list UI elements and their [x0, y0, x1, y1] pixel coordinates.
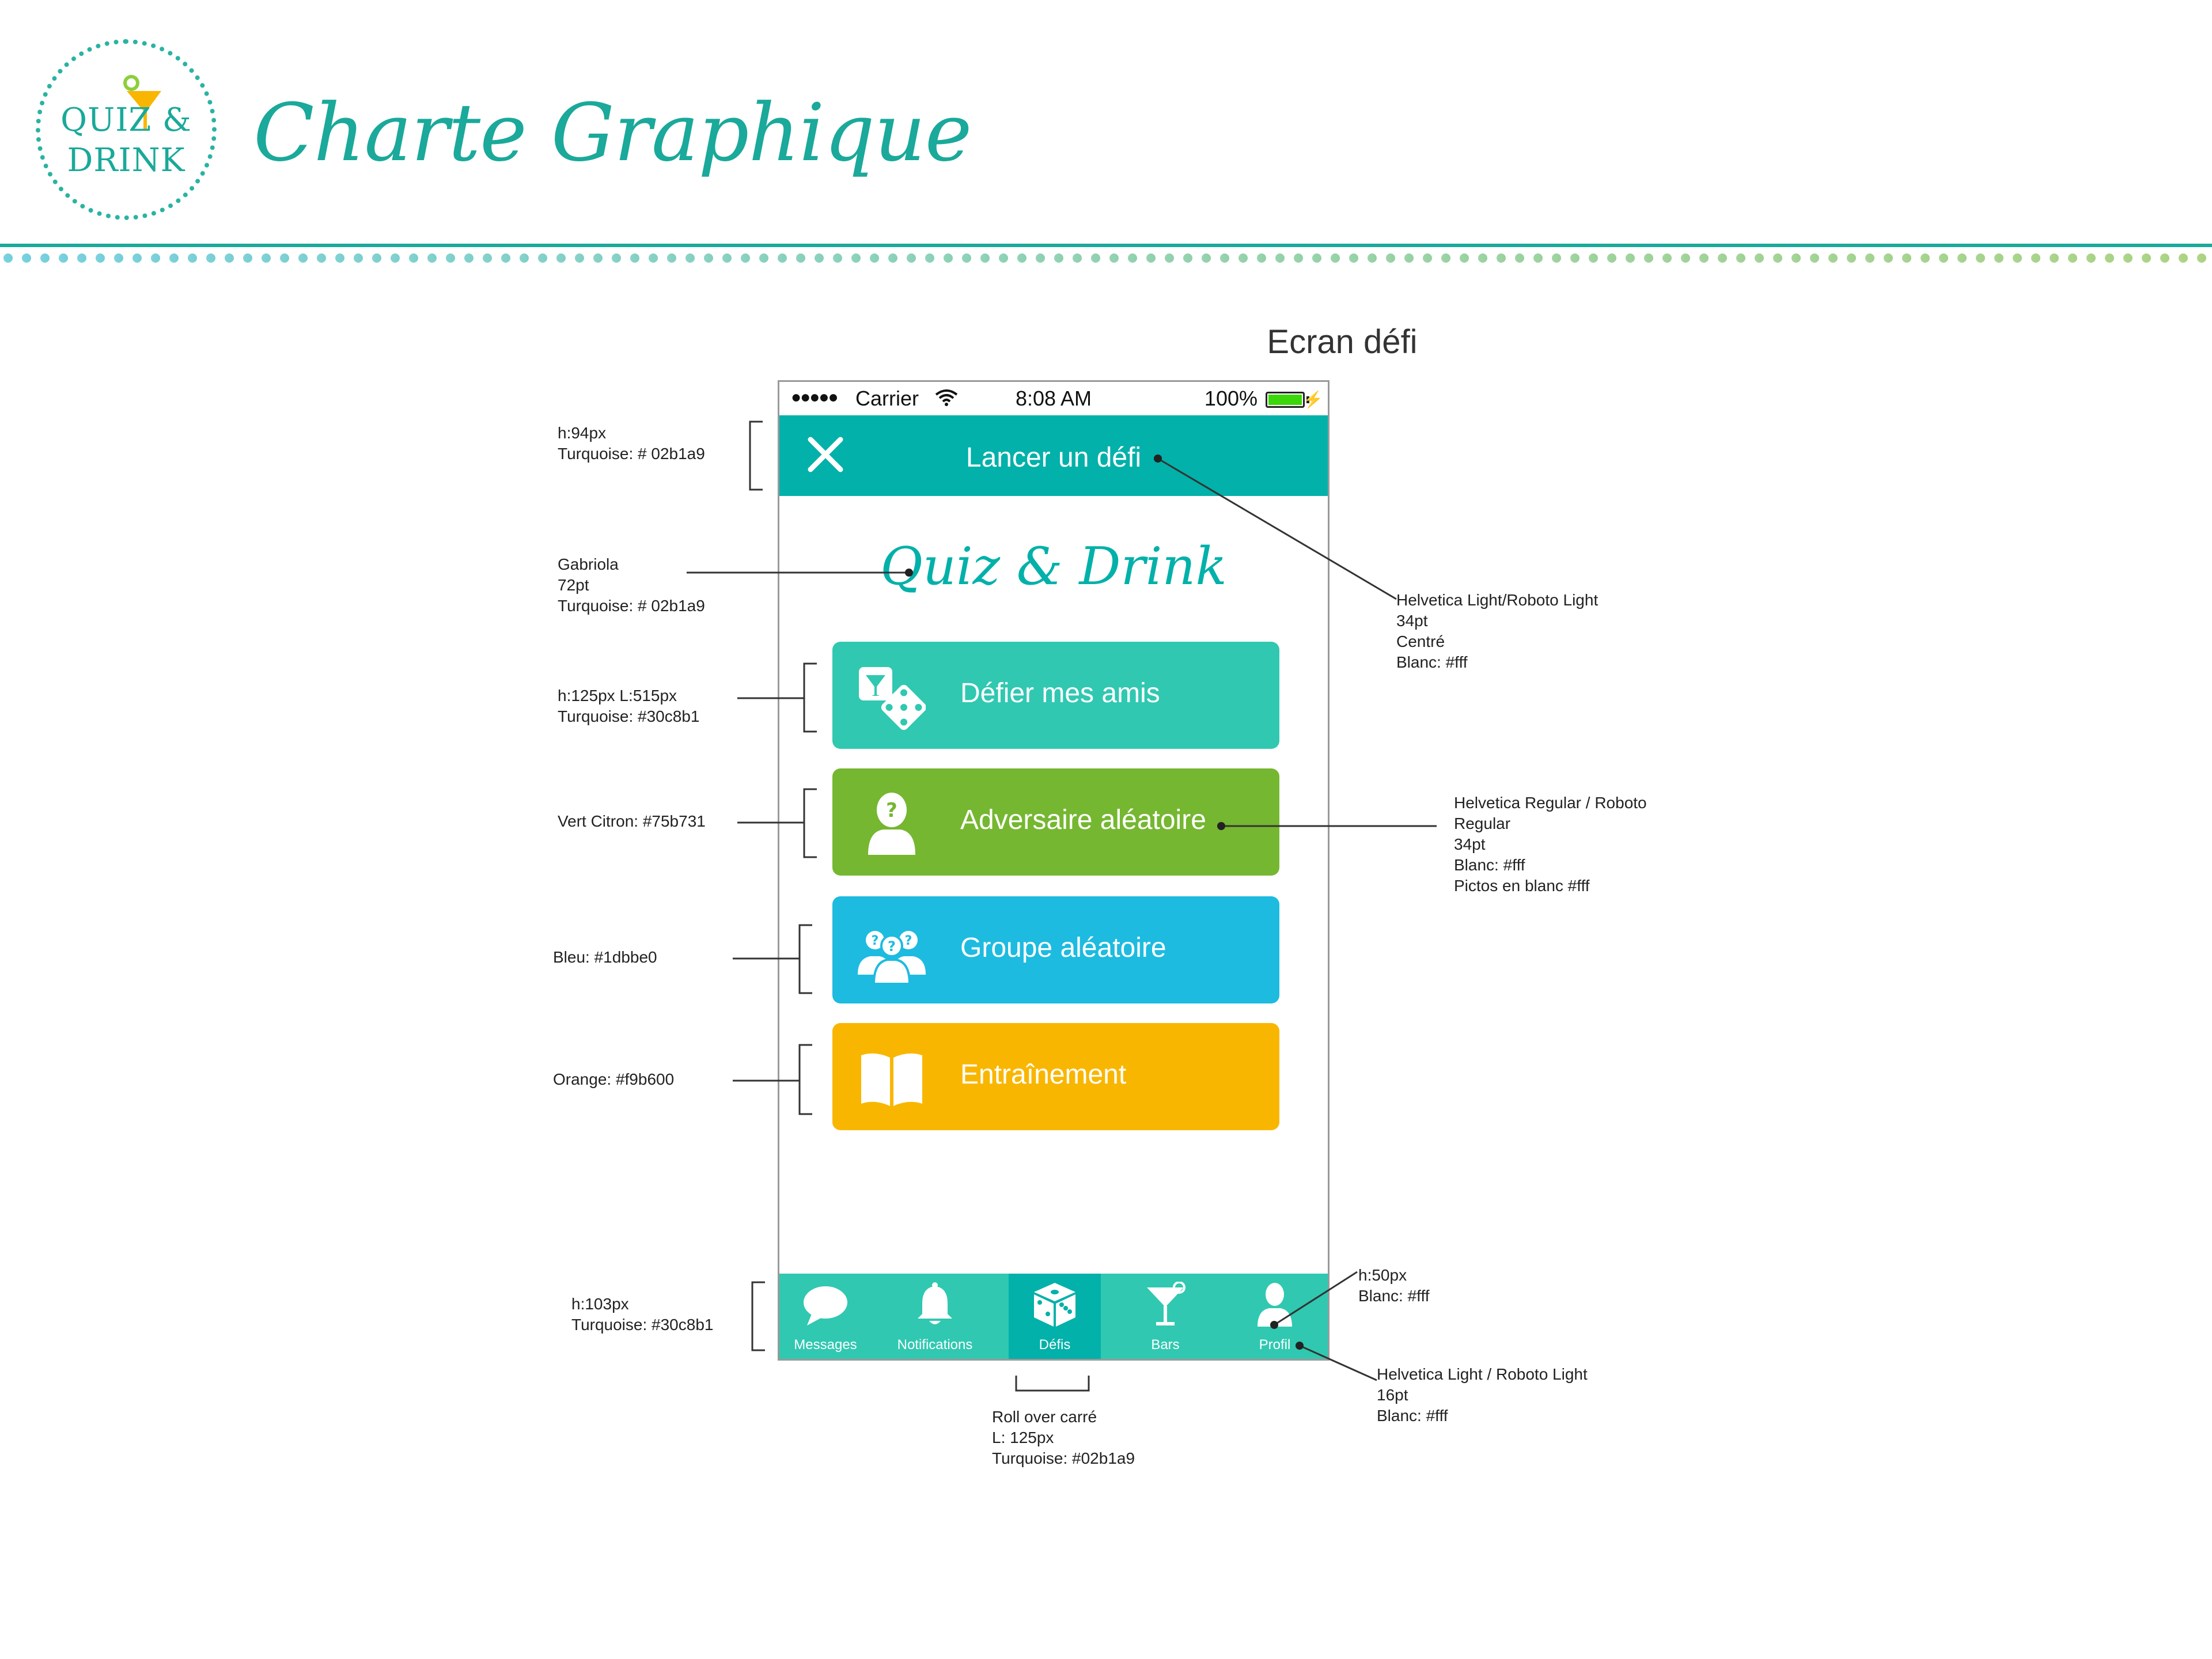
svg-text:?: ? — [886, 799, 897, 822]
entrainement-button[interactable]: Entraînement — [832, 1023, 1279, 1130]
tab-defis[interactable]: Défis — [1009, 1274, 1101, 1359]
charging-bolt-icon: ⚡ — [1303, 391, 1323, 408]
annotation-tabbar: h:103px Turquoise: #30c8b1 — [571, 1295, 714, 1334]
annotation-icon-size: h:50px Blanc: #fff — [1358, 1266, 1430, 1305]
battery-fill — [1268, 395, 1302, 405]
tab-profil[interactable]: Profil — [1229, 1274, 1321, 1359]
button-label: Adversaire aléatoire — [960, 805, 1206, 835]
user-icon — [1257, 1283, 1292, 1327]
annotation-button-font: Helvetica Regular / Roboto Regular 34pt … — [1454, 794, 1647, 895]
speech-bubble-icon — [804, 1286, 847, 1325]
battery-icon — [1266, 392, 1305, 408]
adversaire-aleatoire-button[interactable]: ? Adversaire aléatoire — [832, 768, 1279, 876]
cocktail-glass-icon — [123, 75, 161, 129]
battery-tip — [1306, 396, 1309, 403]
tab-bars[interactable]: Bars — [1119, 1274, 1211, 1359]
status-clock: 8:08 AM — [1015, 387, 1092, 410]
svg-text:?: ? — [905, 934, 912, 948]
annotation-bleu: Bleu: #1dbbe0 — [553, 948, 657, 966]
tab-messages[interactable]: Messages — [779, 1274, 872, 1359]
status-bar: ●●●●● Carrier 8:08 AM 100% ⚡ — [779, 382, 1328, 415]
svg-text:?: ? — [872, 934, 879, 948]
bell-icon — [918, 1282, 952, 1324]
annotation-vert-citron: Vert Citron: #75b731 — [558, 812, 706, 830]
annotation-rollover: Roll over carré L: 125px Turquoise: #02b… — [992, 1408, 1135, 1467]
signal-strength-icon: ●●●●● — [791, 388, 839, 407]
battery-percent: 100% — [1204, 387, 1257, 410]
mystery-group-icon: ? ? ? — [858, 931, 926, 985]
tab-label: Notifications — [897, 1337, 973, 1353]
defier-mes-amis-button[interactable]: Défier mes amis — [832, 642, 1279, 749]
annotation-orange: Orange: #f9b600 — [553, 1070, 675, 1088]
tab-label: Messages — [794, 1337, 857, 1353]
cocktail-glass-icon — [1147, 1282, 1185, 1325]
svg-text:?: ? — [888, 938, 896, 955]
annotation-navbar: h:94px Turquoise: # 02b1a9 — [558, 424, 705, 463]
header-divider — [0, 244, 2212, 247]
carrier-label: Carrier — [855, 387, 919, 410]
button-label: Défier mes amis — [960, 678, 1160, 709]
button-label: Entraînement — [960, 1059, 1127, 1090]
app-name: Quiz & Drink — [880, 536, 1227, 597]
quiz-drink-logo: QUIZ & DRINK — [36, 39, 217, 220]
tab-label: Profil — [1259, 1337, 1291, 1353]
annotation-tab-font: Helvetica Light / Roboto Light 16pt Blan… — [1377, 1365, 1588, 1425]
logo-text-line-2: DRINK — [67, 142, 185, 179]
logo-text-line-1: QUIZ & — [60, 101, 192, 139]
wifi-icon — [935, 389, 958, 406]
annotation-nav-title: Helvetica Light/Roboto Light 34pt Centré… — [1396, 591, 1599, 671]
screen-title: Ecran défi — [1267, 323, 1418, 361]
groupe-aleatoire-button[interactable]: ? ? ? Groupe aléatoire — [832, 896, 1279, 1003]
tab-label: Défis — [1039, 1337, 1071, 1353]
tab-bar: Messages Notifications Défis — [779, 1274, 1328, 1359]
header-dotted-divider — [0, 251, 2212, 265]
dice-icon — [1034, 1283, 1075, 1327]
nav-title: Lancer un défi — [965, 442, 1142, 473]
phone-mockup: ●●●●● Carrier 8:08 AM 100% ⚡ Lancer un d… — [778, 380, 1330, 1361]
page-title: Charte Graphique — [253, 86, 972, 179]
nav-bar: Lancer un défi — [779, 415, 1328, 496]
cocktail-dice-icon — [859, 667, 926, 730]
close-icon[interactable] — [802, 431, 849, 478]
tab-notifications[interactable]: Notifications — [889, 1274, 981, 1359]
tab-label: Bars — [1151, 1337, 1180, 1353]
open-book-icon — [861, 1053, 922, 1106]
annotation-app-name: Gabriola 72pt Turquoise: # 02b1a9 — [558, 555, 705, 615]
annotation-button-size: h:125px L:515px Turquoise: #30c8b1 — [558, 687, 700, 725]
button-label: Groupe aléatoire — [960, 933, 1166, 963]
mystery-person-icon: ? — [868, 793, 915, 855]
